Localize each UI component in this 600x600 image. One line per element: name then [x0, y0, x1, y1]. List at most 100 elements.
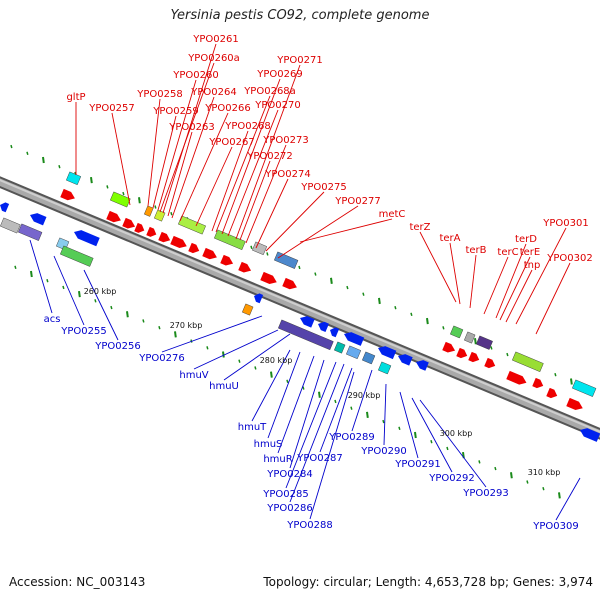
leader-line [289, 363, 345, 503]
leader-line [111, 112, 131, 206]
gene-label[interactable]: YPO0270 [254, 100, 300, 111]
ruler-tick [154, 205, 157, 209]
ruler-tick [30, 270, 33, 278]
gene-label[interactable]: terC [497, 247, 518, 258]
ruler-tick [426, 317, 429, 325]
gene-label[interactable]: YPO0257 [88, 103, 134, 114]
leader-line [449, 242, 461, 305]
reverse-gene [74, 230, 100, 247]
reverse-feature-box [17, 223, 43, 241]
gene-label[interactable]: YPO0261 [192, 34, 238, 45]
gene-label[interactable]: YPO0276 [138, 353, 184, 364]
gene-label[interactable]: hmuR [263, 454, 292, 465]
leader-line [83, 269, 119, 341]
forward-gene [442, 341, 456, 353]
gene-label[interactable]: acs [44, 314, 61, 325]
gene-label[interactable]: metC [379, 209, 406, 220]
gene-label[interactable]: YPO0293 [462, 488, 508, 499]
forward-gene [238, 261, 252, 273]
gene-label[interactable]: hmuU [209, 381, 239, 392]
gene-label[interactable]: YPO0268a [243, 86, 296, 97]
gene-label[interactable]: YPO0302 [546, 253, 592, 264]
reverse-gene [254, 293, 264, 304]
forward-gene [158, 231, 171, 243]
reverse-gene [30, 213, 47, 226]
reverse-gene [398, 354, 413, 366]
forward-feature-box [109, 191, 131, 208]
gene-label[interactable]: YPO0269 [256, 69, 302, 80]
accession-text: Accession: NC_003143 [9, 575, 146, 589]
leader-line [419, 231, 457, 303]
ruler-tick [14, 265, 17, 269]
gene-label[interactable]: YPO0292 [428, 473, 474, 484]
ruler-tick [90, 177, 93, 184]
gene-label[interactable]: YPO0285 [262, 489, 308, 500]
gene-label[interactable]: terZ [409, 222, 430, 233]
forward-gene [170, 235, 187, 249]
leader-line [265, 191, 325, 252]
gene-label[interactable]: gltP [66, 92, 85, 103]
ruler-label: 300 kbp [440, 429, 473, 438]
leader-line [469, 254, 477, 309]
gene-label[interactable]: YPO0273 [262, 135, 308, 146]
gene-label[interactable]: hmuS [254, 439, 283, 450]
gene-label[interactable]: YPO0284 [266, 469, 312, 480]
gene-label[interactable]: YPO0277 [334, 196, 380, 207]
reverse-gene [580, 428, 600, 442]
gene-label[interactable]: YPO0266 [204, 103, 250, 114]
gene-label[interactable]: YPO0289 [328, 432, 374, 443]
forward-gene [484, 357, 496, 369]
leader-line [383, 383, 387, 446]
gene-label[interactable]: YPO0274 [264, 169, 310, 180]
ruler-tick [526, 480, 529, 484]
ruler-label: 290 kbp [348, 391, 381, 400]
gene-label[interactable]: YPO0271 [276, 55, 322, 66]
gene-label[interactable]: YPO0275 [300, 182, 346, 193]
reverse-feature-box [241, 303, 254, 316]
gene-label[interactable]: YPO0259 [152, 106, 198, 117]
gene-label[interactable]: YPO0272 [246, 151, 292, 162]
gene-label[interactable]: YPO0287 [296, 453, 342, 464]
ruler-tick [414, 431, 417, 439]
leader-line [167, 131, 193, 217]
gene-label[interactable]: YPO0255 [60, 326, 106, 337]
gene-label[interactable]: terB [465, 245, 486, 256]
reverse-feature-box [277, 319, 334, 351]
ruler-tick [506, 352, 509, 357]
gene-label[interactable]: YPO0258 [136, 89, 182, 100]
leader-line [277, 205, 359, 259]
gene-label[interactable]: YPO0290 [360, 446, 406, 457]
gene-label[interactable]: YPO0267 [208, 137, 254, 148]
forward-gene [202, 247, 217, 260]
gene-label[interactable]: YPO0260a [187, 53, 240, 64]
leader-line [195, 146, 233, 227]
gene-label[interactable]: YPO0309 [532, 521, 578, 532]
leader-line [211, 130, 249, 232]
forward-gene [60, 188, 75, 201]
gene-label[interactable]: tnp [524, 260, 541, 271]
gene-label[interactable]: YPO0264 [190, 87, 236, 98]
gene-label[interactable]: terA [439, 233, 460, 244]
gene-label[interactable]: YPO0291 [394, 459, 440, 470]
gene-label[interactable]: YPO0288 [286, 520, 332, 531]
gene-label[interactable]: hmuT [238, 422, 267, 433]
ruler-tick [410, 312, 413, 317]
leader-line [411, 397, 453, 473]
gene-label[interactable]: terD [515, 234, 537, 245]
gene-label[interactable]: YPO0263 [168, 122, 214, 133]
gene-label[interactable]: YPO0268 [224, 121, 270, 132]
forward-feature-box [143, 205, 154, 217]
forward-feature-box [571, 379, 597, 397]
gene-label[interactable]: YPO0256 [94, 341, 140, 352]
gene-label[interactable]: YPO0301 [542, 218, 588, 229]
forward-gene [260, 271, 277, 285]
ruler-tick [94, 299, 97, 303]
gene-label[interactable]: hmuV [179, 370, 208, 381]
gene-label[interactable]: terE [520, 247, 541, 258]
ruler-tick [430, 440, 433, 444]
leader-line [235, 64, 301, 240]
gene-label[interactable]: YPO0260 [172, 70, 218, 81]
ruler-tick [138, 197, 141, 204]
gene-label[interactable]: YPO0286 [266, 503, 312, 514]
